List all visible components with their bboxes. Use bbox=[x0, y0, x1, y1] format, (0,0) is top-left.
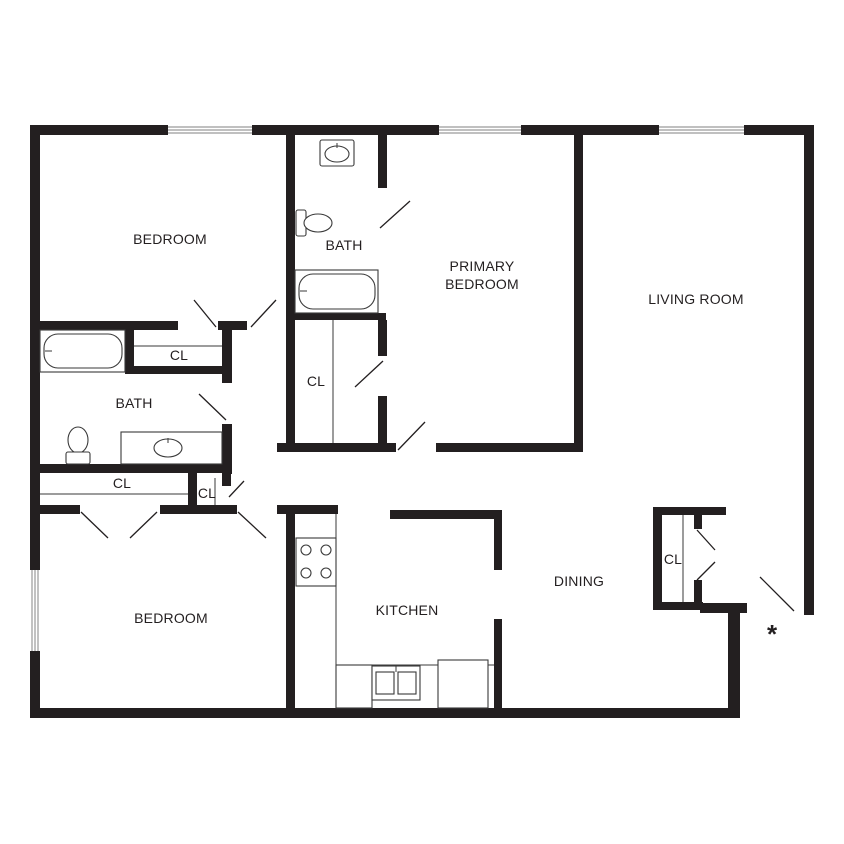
door-entry bbox=[759, 576, 795, 612]
wall-closet-right-low bbox=[378, 396, 387, 446]
wall-left-upper bbox=[30, 125, 40, 570]
door-closet-center bbox=[354, 360, 384, 388]
door-bath-left bbox=[198, 393, 227, 421]
room-labels: BEDROOM BATH PRIMARY BEDROOM LIVING ROOM… bbox=[113, 231, 778, 649]
wall-top-1 bbox=[30, 125, 168, 135]
wall-primary-right bbox=[574, 135, 583, 452]
wall-closet-right-mid bbox=[378, 320, 387, 356]
vanity-sink-icon bbox=[120, 431, 223, 465]
label-bedroom-top: BEDROOM bbox=[133, 231, 207, 247]
label-cl-center: CL bbox=[307, 373, 325, 389]
door-bedroom-bottom bbox=[237, 511, 267, 539]
wall-bath-top bbox=[40, 321, 178, 330]
wall-rcl-left bbox=[653, 507, 662, 610]
door-bedroom-top-right bbox=[250, 299, 277, 328]
stove-icon bbox=[295, 537, 337, 587]
wall-rcl-right-top bbox=[694, 507, 702, 529]
bathtub-icon bbox=[294, 269, 379, 314]
wall-right-step bbox=[700, 603, 747, 613]
label-living-room: LIVING ROOM bbox=[648, 291, 744, 307]
wall-cl-right bbox=[222, 321, 232, 383]
fixtures bbox=[39, 139, 494, 709]
wall-bedroom-top-a bbox=[40, 505, 80, 514]
label-cl-upper-left: CL bbox=[170, 347, 188, 363]
label-cl-right: CL bbox=[664, 551, 682, 567]
kitchen-sink-icon bbox=[371, 665, 421, 701]
sink-icon bbox=[319, 139, 355, 167]
label-dining: DINING bbox=[554, 573, 604, 589]
label-bath-center: BATH bbox=[325, 237, 362, 253]
toilet-icon bbox=[65, 426, 91, 465]
wall-closet-bottom bbox=[277, 443, 396, 452]
kitchen-counter bbox=[335, 514, 494, 709]
wall-bath-right-top bbox=[378, 135, 387, 188]
door-primary-bedroom bbox=[397, 421, 426, 451]
exterior-walls bbox=[30, 125, 814, 718]
windows bbox=[31, 126, 744, 651]
wall-cl-stub bbox=[218, 321, 247, 330]
wall-top-2 bbox=[252, 125, 439, 135]
wall-bath-bottom-left bbox=[40, 464, 232, 473]
wall-rcl-top bbox=[653, 507, 726, 515]
door-hall-cl-left bbox=[80, 511, 109, 539]
label-primary-bedroom-1: PRIMARY bbox=[450, 258, 515, 274]
door-right-cl-top bbox=[696, 529, 716, 551]
wall-cl-bottom bbox=[125, 366, 231, 374]
wall-bath-bottom bbox=[286, 313, 386, 320]
wall-bedroom-kitchen bbox=[286, 505, 295, 718]
wall-bath-left bbox=[286, 135, 295, 447]
door-bath-center bbox=[379, 200, 411, 229]
toilet-icon bbox=[295, 209, 333, 237]
wall-hall-cl-divider bbox=[188, 473, 197, 505]
wall-kitchen-top bbox=[277, 505, 338, 514]
entry-marker: * bbox=[767, 619, 778, 649]
label-primary-bedroom-2: BEDROOM bbox=[445, 276, 519, 292]
label-cl-small: CL bbox=[198, 485, 216, 501]
wall-bedroom-top-b bbox=[160, 505, 237, 514]
wall-rcl-right-bottom bbox=[694, 580, 702, 610]
wall-primary-bottom bbox=[436, 443, 583, 452]
wall-bath-right-low bbox=[222, 424, 232, 474]
window-primary-bedroom bbox=[439, 126, 521, 134]
label-bedroom-bottom: BEDROOM bbox=[134, 610, 208, 626]
wall-bottom bbox=[30, 708, 740, 718]
bathtub-icon bbox=[39, 329, 126, 373]
doors bbox=[80, 200, 795, 612]
wall-cl-left bbox=[125, 330, 134, 374]
wall-rcl-bottom bbox=[653, 602, 703, 610]
label-kitchen: KITCHEN bbox=[376, 602, 439, 618]
window-bedroom-top bbox=[168, 126, 252, 134]
interior-walls bbox=[40, 135, 726, 718]
label-bath-left: BATH bbox=[115, 395, 152, 411]
label-cl-hall: CL bbox=[113, 475, 131, 491]
wall-kitchen-peninsula-top bbox=[390, 510, 502, 519]
wall-left-lower bbox=[30, 651, 40, 718]
door-small-cl bbox=[228, 480, 245, 498]
closet-lines bbox=[40, 320, 684, 602]
door-bedroom-top-left bbox=[193, 299, 217, 328]
window-bedroom-bottom bbox=[31, 570, 39, 651]
wall-small-cl-right bbox=[222, 473, 231, 486]
wall-kitchen-peninsula-side bbox=[494, 510, 502, 570]
wall-top-3 bbox=[521, 125, 659, 135]
wall-right-lower bbox=[728, 605, 740, 718]
wall-right-living bbox=[804, 125, 814, 615]
wall-top-4 bbox=[744, 125, 814, 135]
window-living-room bbox=[659, 126, 744, 134]
door-right-cl-bottom bbox=[696, 561, 716, 581]
wall-kitchen-dining-low bbox=[494, 619, 502, 708]
door-hall-cl-right bbox=[129, 511, 158, 539]
